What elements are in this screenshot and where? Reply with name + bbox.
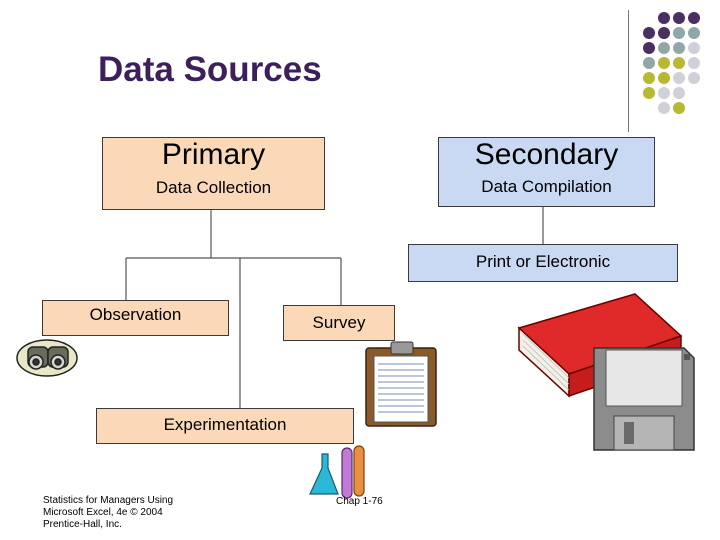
decorative-dot [673, 27, 685, 39]
survey-label: Survey [312, 313, 366, 332]
decorative-dot [643, 42, 655, 54]
decorative-dot [643, 87, 655, 99]
observation-label: Observation [89, 305, 182, 324]
decorative-dot [688, 57, 700, 69]
primary-heading: Primary [161, 138, 266, 171]
observation-box: Observation [42, 300, 229, 336]
binoculars-icon [16, 339, 78, 377]
decorative-dot [688, 12, 700, 24]
decorative-dot [658, 42, 670, 54]
decorative-vertical-line [628, 10, 629, 132]
decorative-dot [673, 12, 685, 24]
decorative-dot [688, 42, 700, 54]
decorative-dot [658, 72, 670, 84]
primary-box: Primary Data Collection [102, 137, 325, 210]
decorative-dot [673, 42, 685, 54]
decorative-dot [658, 102, 670, 114]
print-electronic-box: Print or Electronic [408, 244, 678, 282]
floppy-disk-icon [593, 347, 695, 451]
decorative-dot [643, 27, 655, 39]
decorative-dot [688, 27, 700, 39]
decorative-dot [658, 87, 670, 99]
decorative-dot [673, 72, 685, 84]
decorative-dot [673, 87, 685, 99]
decorative-dot [673, 57, 685, 69]
footer-line-2: Microsoft Excel, 4e © 2004 [43, 507, 163, 518]
survey-box: Survey [283, 305, 395, 341]
experimentation-box: Experimentation [96, 408, 354, 444]
page-title: Data Sources [98, 50, 322, 89]
clipboard-icon [365, 341, 437, 427]
footer-line-3: Prentice-Hall, Inc. [43, 519, 122, 530]
decorative-dot [673, 102, 685, 114]
secondary-subtitle: Data Compilation [481, 177, 612, 196]
decorative-dot [658, 27, 670, 39]
footer-line-1: Statistics for Managers Using [43, 495, 174, 506]
secondary-box: Secondary Data Compilation [438, 137, 655, 207]
decorative-dot [658, 57, 670, 69]
decorative-dot [688, 72, 700, 84]
decorative-dot-grid [0, 0, 720, 130]
test-tubes-icon [309, 445, 365, 499]
experimentation-label: Experimentation [163, 415, 287, 434]
print-electronic-label: Print or Electronic [475, 252, 611, 271]
secondary-heading: Secondary [474, 138, 619, 171]
footer-credit: Statistics for Managers Using Microsoft … [43, 495, 173, 531]
page-number: Chap 1-76 [336, 496, 383, 507]
decorative-dot [658, 12, 670, 24]
decorative-dot [643, 72, 655, 84]
decorative-dot [643, 57, 655, 69]
primary-subtitle: Data Collection [155, 178, 272, 197]
